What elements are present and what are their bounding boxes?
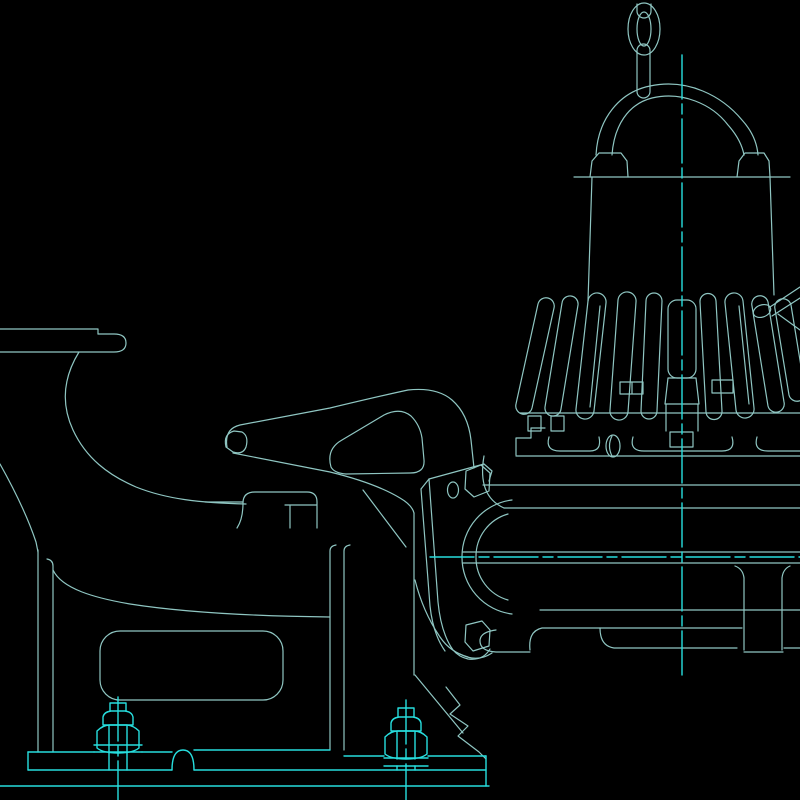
anchor-bolt-left-jam-nut xyxy=(102,710,134,726)
fin-hub xyxy=(664,377,700,405)
flange-band-left-step xyxy=(515,427,546,456)
flange-bolt-bottom xyxy=(464,620,491,652)
motor-left-edge xyxy=(587,176,593,302)
pedestal-window xyxy=(99,630,284,701)
guide-claw-tip-slot xyxy=(224,430,248,454)
pedestal-gusset xyxy=(414,674,464,734)
cooling-fin-7 xyxy=(724,292,755,419)
cooling-fin-8 xyxy=(751,295,785,413)
seal-slot-right xyxy=(781,565,791,651)
cable-line-2 xyxy=(771,297,800,317)
clamp-bracket xyxy=(236,491,318,529)
band-screw-head xyxy=(605,434,621,458)
discharge-flange-plate-edge xyxy=(428,478,491,660)
elbow-outer-curve xyxy=(64,351,247,505)
flange-band-bracket-left xyxy=(547,436,601,452)
flange-band-bracket-center xyxy=(631,436,734,452)
pedestal-right-wall-inner xyxy=(343,544,351,751)
chain-link-top-arc xyxy=(636,3,652,19)
bail-foot-left xyxy=(589,152,629,178)
fin-step-block-right xyxy=(711,379,734,394)
cooling-fin-4 xyxy=(609,291,637,421)
pump-step-line xyxy=(529,627,743,651)
cooling-fin-3-inner xyxy=(589,305,601,408)
flange-band-tab-2 xyxy=(550,415,565,432)
cooling-fin-6 xyxy=(699,292,723,421)
chain-link-outer xyxy=(627,2,661,56)
guide-claw-outer xyxy=(225,388,475,469)
oil-casing-nose xyxy=(481,455,505,509)
pedestal-break-line xyxy=(445,686,487,760)
bail-foot-right xyxy=(736,152,771,178)
anchor-bolt-right-stud xyxy=(396,765,416,771)
cooling-fin-5 xyxy=(640,292,663,420)
cooling-fin-7-inner xyxy=(738,305,750,405)
chain-link-inner xyxy=(636,11,652,47)
anchor-bolt-right-jam-nut xyxy=(390,716,422,732)
guide-claw-lower xyxy=(232,452,415,514)
anchor-bolt-left-stud xyxy=(108,751,128,771)
cable-line-3 xyxy=(777,313,800,331)
chain-link-lower xyxy=(636,43,651,99)
pump-bottom-corner xyxy=(599,627,738,649)
fin-step-block-left xyxy=(619,381,644,395)
lifting-bail-outer xyxy=(595,83,759,156)
discharge-flange-plate-top xyxy=(420,463,493,490)
motor-right-edge xyxy=(769,176,775,296)
band-screw-slot xyxy=(608,435,613,457)
cooling-fin-1 xyxy=(515,297,555,415)
flange-band-tab-1 xyxy=(527,415,542,432)
pedestal-top-profile xyxy=(52,569,331,618)
cable-line-1 xyxy=(769,286,800,308)
guide-claw-blade-inner xyxy=(362,489,407,548)
discharge-flange-top-lip xyxy=(0,328,99,335)
seal-slot-left xyxy=(734,565,745,651)
pump-bottom-left-cap xyxy=(479,629,531,653)
bracket-foot-bottom xyxy=(414,579,469,658)
lifting-bail-inner xyxy=(611,95,745,156)
pedestal-right-wall-outer xyxy=(329,544,337,751)
flange-band-bracket-right xyxy=(755,436,800,452)
pump-nose-inner-arc xyxy=(475,513,509,601)
discharge-flange-bar xyxy=(0,333,127,353)
pedestal-left-wall-inner xyxy=(46,558,54,753)
guide-claw-cutout xyxy=(329,410,425,475)
cooling-fin-3 xyxy=(575,292,607,420)
elbow-inner-curve xyxy=(0,463,39,553)
cooling-fin-2 xyxy=(544,295,579,417)
cooling-fin-9 xyxy=(774,298,800,402)
flange-bolt-hole xyxy=(446,481,460,499)
foot-arch xyxy=(171,749,195,771)
flange-bolt-top xyxy=(464,464,491,498)
